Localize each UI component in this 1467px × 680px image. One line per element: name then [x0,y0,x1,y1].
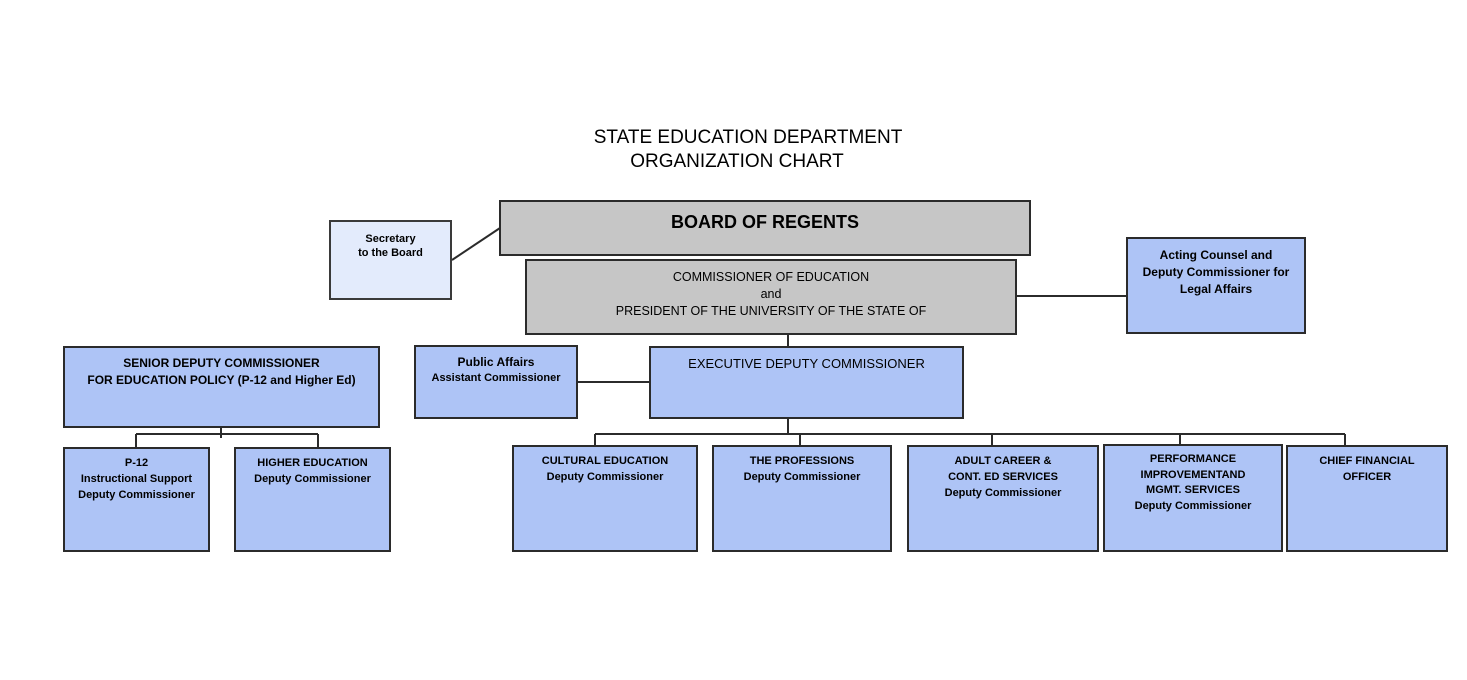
node-board-of-regents: BOARD OF REGENTS [499,200,1031,256]
node-professions-line-1: Deputy Commissioner [743,471,861,483]
node-senior-line-0: SENIOR DEPUTY COMMISSIONER [123,356,320,370]
node-counsel-line-0: Acting Counsel and [1159,248,1273,262]
node-adult-line-0: ADULT CAREER & [954,455,1052,467]
node-board-line-0: BOARD OF REGENTS [670,212,859,232]
node-adult-line-1: CONT. ED SERVICES [948,471,1058,483]
node-counsel-line-2: Legal Affairs [1179,282,1253,296]
node-cfo-line-1: OFFICER [1342,471,1392,483]
node-secretary-line-0: Secretary [365,233,416,245]
node-senior-deputy: SENIOR DEPUTY COMMISSIONER FOR EDUCATION… [63,346,380,428]
node-cultural-line-0: CULTURAL EDUCATION [541,455,669,467]
node-senior-line-1: FOR EDUCATION POLICY (P-12 and Higher Ed… [87,373,356,387]
node-p12: P-12 Instructional Support Deputy Commis… [63,447,210,552]
node-the-professions: THE PROFESSIONS Deputy Commissioner [712,445,892,552]
node-adult-line-2: Deputy Commissioner [944,487,1062,499]
node-adult-career: ADULT CAREER & CONT. ED SERVICES Deputy … [907,445,1099,552]
node-performance-line-2: MGMT. SERVICES [1146,484,1240,496]
node-commissioner: COMMISSIONER OF EDUCATION and PRESIDENT … [525,259,1017,335]
chart-title: STATE EDUCATION DEPARTMENT ORGANIZATION … [548,126,948,174]
node-higher-ed-line-1: Deputy Commissioner [254,473,371,485]
node-public-affairs-line-1: Assistant Commissioner [431,372,561,384]
node-secretary: Secretary to the Board [329,220,452,300]
node-performance-improvement: PERFORMANCE IMPROVEMENTAND MGMT. SERVICE… [1103,444,1283,552]
connector-secretary-board [451,227,501,261]
chart-title-line1: STATE EDUCATION DEPARTMENT [593,127,903,148]
node-commissioner-line-0: COMMISSIONER OF EDUCATION [672,270,870,284]
node-secretary-line-1: to the Board [358,247,423,259]
node-higher-ed-line-0: HIGHER EDUCATION [257,457,368,469]
node-chief-financial-officer: CHIEF FINANCIAL OFFICER [1286,445,1448,552]
node-public-affairs-line-0: Public Affairs [457,355,535,369]
node-counsel-line-1: Deputy Commissioner for [1142,265,1290,279]
node-p12-line-0: P-12 [124,457,149,469]
node-p12-line-2: Deputy Commissioner [78,489,195,501]
node-p12-line-1: Instructional Support [80,473,193,485]
node-commissioner-line-1: and [760,287,782,301]
node-cfo-line-0: CHIEF FINANCIAL [1319,455,1415,467]
node-executive-deputy: EXECUTIVE DEPUTY COMMISSIONER [649,346,964,419]
node-performance-line-0: PERFORMANCE [1149,453,1237,465]
node-public-affairs: Public Affairs Assistant Commissioner [414,345,578,419]
node-performance-line-1: IMPROVEMENTAND [1140,468,1246,481]
node-cultural-education: CULTURAL EDUCATION Deputy Commissioner [512,445,698,552]
node-commissioner-line-2: PRESIDENT OF THE UNIVERSITY OF THE STATE… [615,304,927,318]
node-professions-line-0: THE PROFESSIONS [749,455,855,467]
node-higher-education: HIGHER EDUCATION Deputy Commissioner [234,447,391,552]
chart-title-line2: ORGANIZATION CHART [630,151,844,172]
node-cultural-line-1: Deputy Commissioner [546,471,664,483]
node-performance-line-3: Deputy Commissioner [1134,499,1252,512]
node-legal-counsel: Acting Counsel and Deputy Commissioner f… [1126,237,1306,334]
node-executive-line-0: EXECUTIVE DEPUTY COMMISSIONER [688,356,925,371]
